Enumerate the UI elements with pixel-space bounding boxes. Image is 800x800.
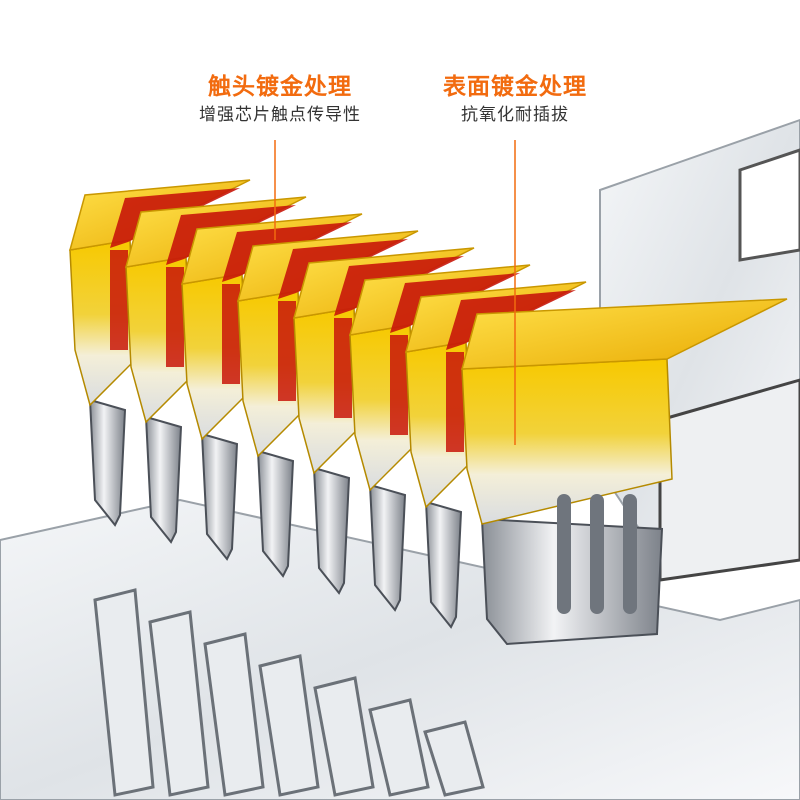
contact-blade xyxy=(88,398,127,527)
contact-blade xyxy=(256,449,295,578)
contact-blade xyxy=(424,500,463,629)
contact-finger-gap xyxy=(557,494,571,614)
callout-contact-plating: 触头镀金处理 增强芯片触点传导性 xyxy=(170,72,390,128)
housing-rib xyxy=(148,610,210,797)
housing-rib xyxy=(93,588,155,797)
housing-rib xyxy=(203,632,265,797)
contact-blade xyxy=(200,432,239,561)
callout-subtitle: 抗氧化耐插拔 xyxy=(461,105,569,125)
contact-pin xyxy=(292,247,475,595)
callout-title: 表面镀金处理 xyxy=(443,74,587,100)
contact-red-stripe xyxy=(390,335,408,435)
housing-rib xyxy=(368,698,430,797)
housing-rib xyxy=(258,654,320,797)
contact-red-stripe xyxy=(222,284,240,384)
housing-rib xyxy=(423,720,485,797)
contact-finger-gap xyxy=(623,494,637,614)
callout-title: 触头镀金处理 xyxy=(208,74,352,100)
contact-red-stripe xyxy=(446,352,464,452)
contact-red-stripe xyxy=(110,250,128,350)
contact-finger-gap xyxy=(590,494,604,614)
contact-red-stripe xyxy=(278,301,296,401)
contact-blade xyxy=(312,466,351,595)
contact-blade xyxy=(144,415,183,544)
contact-red-stripe xyxy=(334,318,352,418)
gold-contacts xyxy=(68,179,788,646)
contact-blade xyxy=(368,483,407,612)
contact-red-stripe xyxy=(166,267,184,367)
callout-subtitle: 增强芯片触点传导性 xyxy=(199,105,361,125)
contact-top-face xyxy=(461,298,788,370)
housing-ribs xyxy=(93,588,485,797)
callout-surface-plating: 表面镀金处理 抗氧化耐插拔 xyxy=(405,72,625,128)
housing-rib xyxy=(313,676,375,797)
contact-pin xyxy=(236,230,419,578)
